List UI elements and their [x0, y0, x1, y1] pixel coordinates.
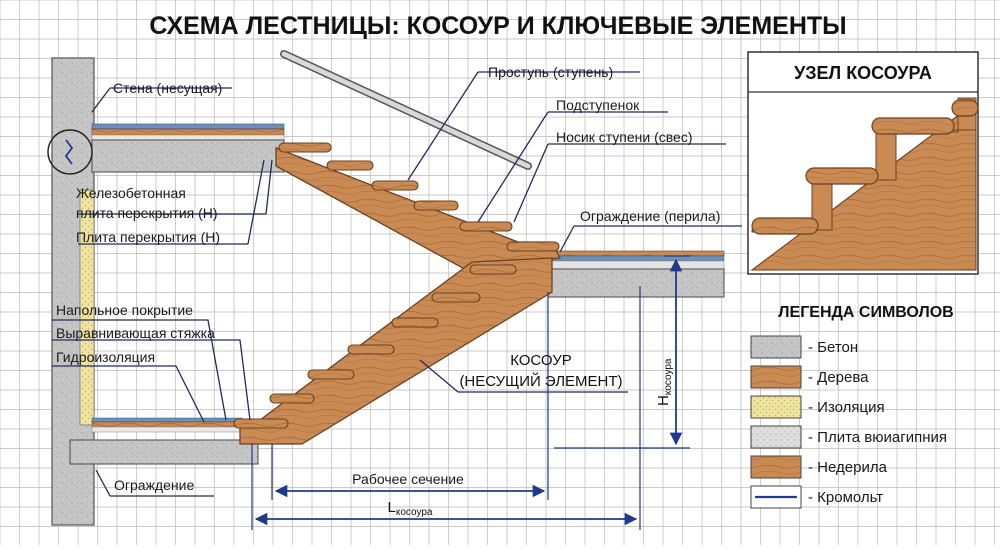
legend-label: - Плита вюиагипния — [808, 429, 947, 446]
dimensions — [251, 255, 690, 530]
label-riser: Подступенок — [556, 97, 640, 113]
label-stringer-line2: (НЕСУЩИЙ ЭЛЕМЕНТ) — [459, 372, 622, 390]
label-slab: Плита перекрытия (Н) — [76, 229, 220, 245]
label-stringer-length: Lкосоура — [388, 499, 433, 518]
label-floor-cover: Напольное покрытие — [56, 302, 193, 318]
labels: Стена (несущая) Железобетонная плита пер… — [56, 64, 720, 518]
leader-lines — [52, 71, 742, 497]
legend: ЛЕГЕНДА СИМВОЛОВ - Бетон - Дерева - Изоляц… — [750, 304, 954, 509]
label-stringer-line1: КОСОУР — [510, 352, 572, 369]
tread-lower-7 — [233, 418, 289, 429]
handrail — [280, 50, 532, 170]
label-rc-slab-line2: плита перекрытия (Н) — [76, 205, 218, 221]
legend-item-2: - Дерева — [750, 365, 869, 389]
legend-item-6: - Кромольт — [750, 485, 883, 509]
label-waterproofing: Гидроизоляция — [56, 349, 155, 365]
anchor-symbol — [64, 139, 74, 165]
stringer-detail-panel: УЗЕЛ КОСОУРА — [747, 51, 979, 275]
inset-tread-1 — [751, 217, 819, 235]
legend-label: - Недерила — [808, 459, 888, 476]
legend-swatch — [750, 395, 802, 419]
tread-lower-1 — [469, 264, 517, 275]
legend-swatch — [750, 455, 802, 479]
lower-floor-slab — [69, 417, 259, 465]
legend-label: - Изоляция — [808, 399, 885, 416]
label-railing-top: Ограждение (перила) — [580, 208, 720, 224]
tread-upper-2 — [326, 160, 374, 171]
page-title: СХЕМА ЛЕСТНИЦЫ: КОСОУР И КЛЮЧЕВЫЕ ЭЛЕМЕН… — [149, 12, 846, 40]
label-work-section: Рабочее сечение — [352, 471, 464, 487]
legend-swatch — [750, 365, 802, 389]
legend-swatch — [750, 335, 802, 359]
detail-title: УЗЕЛ КОСОУРА — [794, 63, 932, 83]
legend-item-3: - Изоляция — [750, 395, 885, 419]
tread-lower-3 — [391, 317, 439, 328]
label-tread: Проступь (ступень) — [488, 64, 613, 80]
tread-lower-4 — [347, 344, 395, 355]
landing-slab — [547, 250, 725, 298]
inset-tread-4 — [951, 99, 979, 117]
tread-upper-3 — [371, 180, 419, 191]
stair-treads — [233, 142, 560, 429]
tread-lower-6 — [269, 393, 315, 404]
legend-item-4: - Плита вюиагипния — [750, 425, 947, 449]
tread-upper-4 — [413, 200, 459, 211]
tread-upper-5 — [459, 221, 513, 232]
legend-swatch — [750, 425, 802, 449]
label-stringer-height: Hкосоура — [655, 358, 674, 406]
detail-circle — [47, 129, 93, 175]
label-rc-slab-line1: Железобетонная — [76, 185, 186, 201]
legend-label: - Кромольт — [808, 489, 883, 506]
legend-title: ЛЕГЕНДА СИМВОЛОВ — [778, 304, 953, 321]
upper-floor-slab — [91, 123, 285, 173]
inset-tread-2 — [805, 167, 879, 185]
label-nosing: Носик ступени (свес) — [556, 129, 693, 145]
label-wall: Стена (несущая) — [113, 80, 222, 96]
legend-item-5: - Недерила — [750, 455, 888, 479]
tread-lower-5 — [307, 369, 355, 380]
label-railing-bottom: Ограждение — [114, 477, 194, 493]
legend-item-1: - Бетон — [750, 335, 858, 359]
legend-label: - Дерева — [808, 369, 869, 386]
legend-label: - Бетон — [808, 339, 858, 356]
inset-tread-3 — [871, 117, 955, 135]
tread-upper-1 — [278, 142, 332, 153]
label-screed: Выравнивающая стяжка — [56, 325, 215, 341]
tread-upper-6 — [506, 241, 560, 252]
tread-lower-2 — [431, 292, 481, 303]
